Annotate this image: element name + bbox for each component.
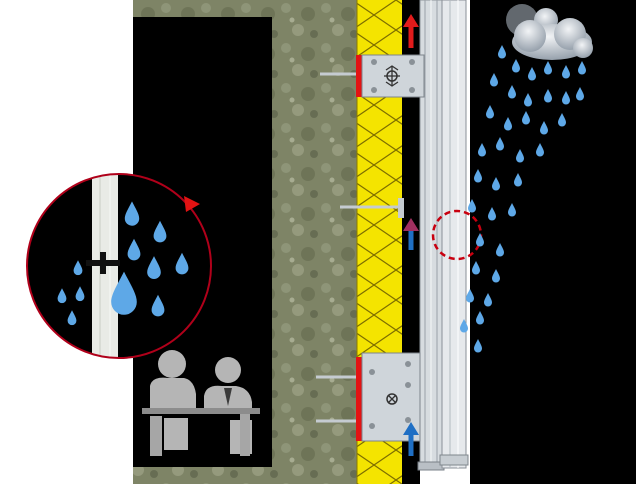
airflow-arrow-icon: [403, 14, 419, 456]
rain-cloud-icon: [506, 4, 593, 60]
meeting-icon: [142, 350, 260, 456]
zoom-detail-icon: [26, 173, 212, 359]
bracket-top: [356, 54, 425, 98]
bracket-bottom: [356, 352, 421, 442]
anchor-bolts: [316, 72, 402, 423]
concrete-wall: [272, 0, 357, 484]
facade-panel: [439, 0, 469, 469]
exterior-background: [470, 0, 636, 484]
